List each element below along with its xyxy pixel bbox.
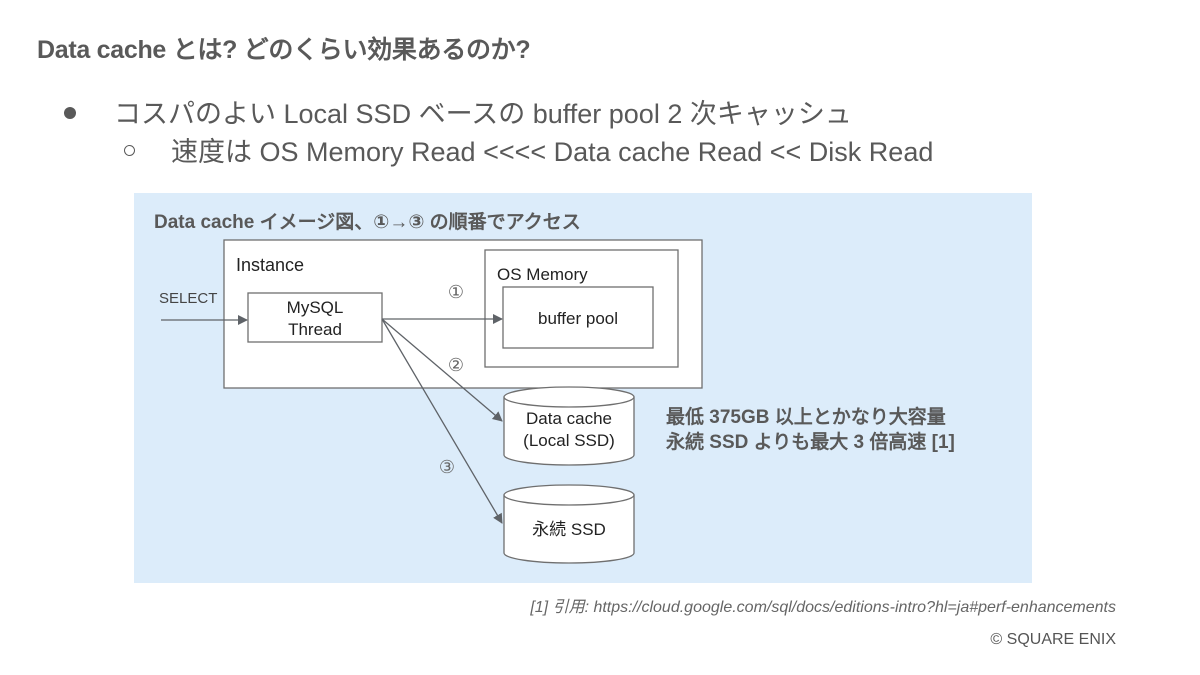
data-cache-cylinder: Data cache (Local SSD)	[503, 386, 635, 466]
data-cache-label-2: (Local SSD)	[523, 431, 615, 450]
diagram-caption: Data cache イメージ図、①→③ の順番でアクセス	[154, 211, 581, 233]
persistent-ssd-label: 永続 SSD	[532, 520, 606, 539]
buffer-pool-label: buffer pool	[538, 309, 618, 328]
note-speed: 永続 SSD よりも最大 3 倍高速 [1]	[665, 430, 955, 453]
step3-marker: ③	[439, 457, 455, 477]
mysql-thread-label-2: Thread	[288, 320, 342, 339]
bullet-dot-icon	[64, 106, 76, 119]
mysql-thread-label-1: MySQL	[287, 298, 344, 317]
arrow-step3	[381, 318, 503, 524]
bullet-text: コスパのよい Local SSD ベースの buffer pool 2 次キャッ…	[114, 99, 852, 129]
bullet-text: 速度は OS Memory Read <<<< Data cache Read …	[171, 137, 934, 167]
instance-label: Instance	[236, 255, 304, 275]
footnote-citation: [1] 引用: https://cloud.google.com/sql/doc…	[530, 599, 1116, 616]
buffer-pool-box	[502, 286, 654, 349]
note-capacity: 最低 375GB 以上とかなり大容量	[666, 405, 946, 428]
data-cache-diagram: Data cache イメージ図、①→③ の順番でアクセス Instance S…	[154, 211, 955, 564]
arrow-step2	[381, 318, 503, 422]
os-memory-label: OS Memory	[497, 265, 588, 284]
mysql-thread-box	[247, 292, 383, 343]
bullet-ring-icon	[124, 145, 135, 157]
persistent-ssd-cylinder: 永続 SSD	[503, 484, 635, 564]
copyright: © SQUARE ENIX	[990, 631, 1116, 648]
bullet-level2: 速度は OS Memory Read <<<< Data cache Read …	[124, 130, 933, 169]
slide-title: Data cache とは? どのくらい効果あるのか?	[37, 36, 531, 64]
step2-marker: ②	[448, 355, 464, 375]
select-label: SELECT	[159, 290, 217, 307]
step1-marker: ①	[448, 282, 464, 302]
data-cache-label-1: Data cache	[526, 409, 612, 428]
diagram-panel: Data cache イメージ図、①→③ の順番でアクセス Instance S…	[134, 193, 1032, 583]
bullet-level1: コスパのよい Local SSD ベースの buffer pool 2 次キャッ…	[64, 92, 852, 131]
